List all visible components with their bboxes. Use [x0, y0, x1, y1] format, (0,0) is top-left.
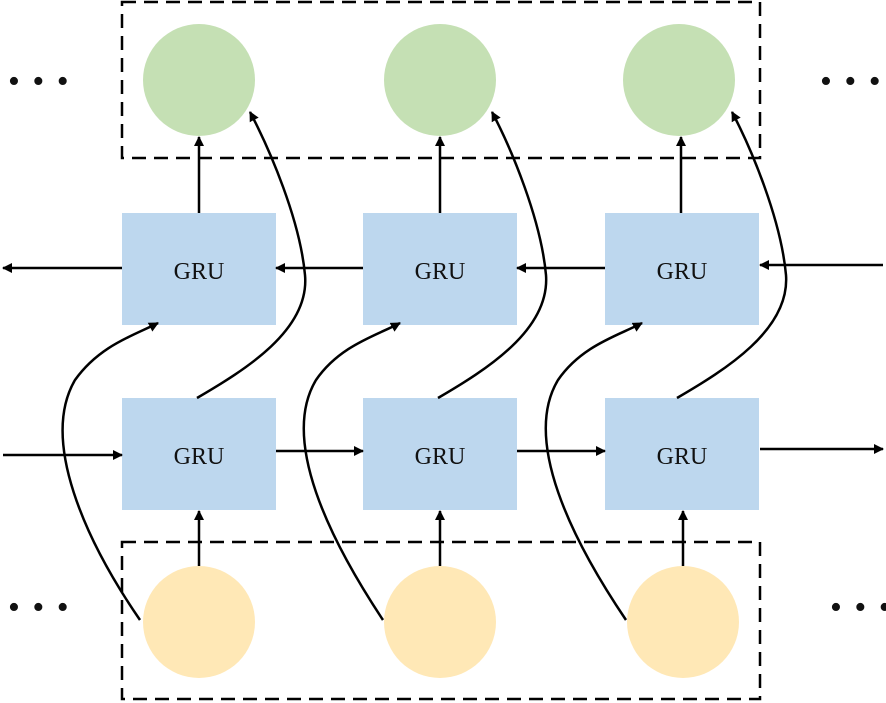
input-node-2 — [384, 566, 496, 678]
output-node-3 — [623, 24, 735, 136]
forward-to-output-curve-3 — [676, 111, 788, 400]
ellipsis-top-right: • • • — [820, 63, 883, 100]
ellipsis-bottom-right: • • • — [830, 589, 886, 626]
output-node-1 — [143, 24, 255, 136]
forward-gru-label-1: GRU — [174, 444, 225, 470]
input-node-1 — [143, 566, 255, 678]
forward-gru-label-3: GRU — [657, 444, 708, 470]
ellipsis-top-left: • • • — [8, 63, 71, 100]
forward-gru-box-2 — [363, 398, 517, 510]
input-to-backward-curve-3 — [544, 321, 643, 621]
output-node-2 — [384, 24, 496, 136]
forward-gru-box-3 — [605, 398, 759, 510]
forward-to-output-curve-1 — [196, 111, 307, 400]
input-to-backward-curve-2 — [302, 321, 401, 621]
forward-to-output-curve-2 — [437, 111, 548, 400]
input-node-3 — [627, 566, 739, 678]
input-to-backward-curve-1 — [61, 321, 159, 621]
forward-gru-box-1 — [122, 398, 276, 510]
backward-gru-label-1: GRU — [174, 259, 225, 285]
backward-gru-box-3 — [605, 213, 759, 325]
ellipsis-bottom-left: • • • — [8, 589, 71, 626]
forward-gru-label-2: GRU — [415, 444, 466, 470]
backward-gru-box-2 — [363, 213, 517, 325]
backward-gru-label-2: GRU — [415, 259, 466, 285]
backward-gru-label-3: GRU — [657, 259, 708, 285]
backward-gru-box-1 — [122, 213, 276, 325]
